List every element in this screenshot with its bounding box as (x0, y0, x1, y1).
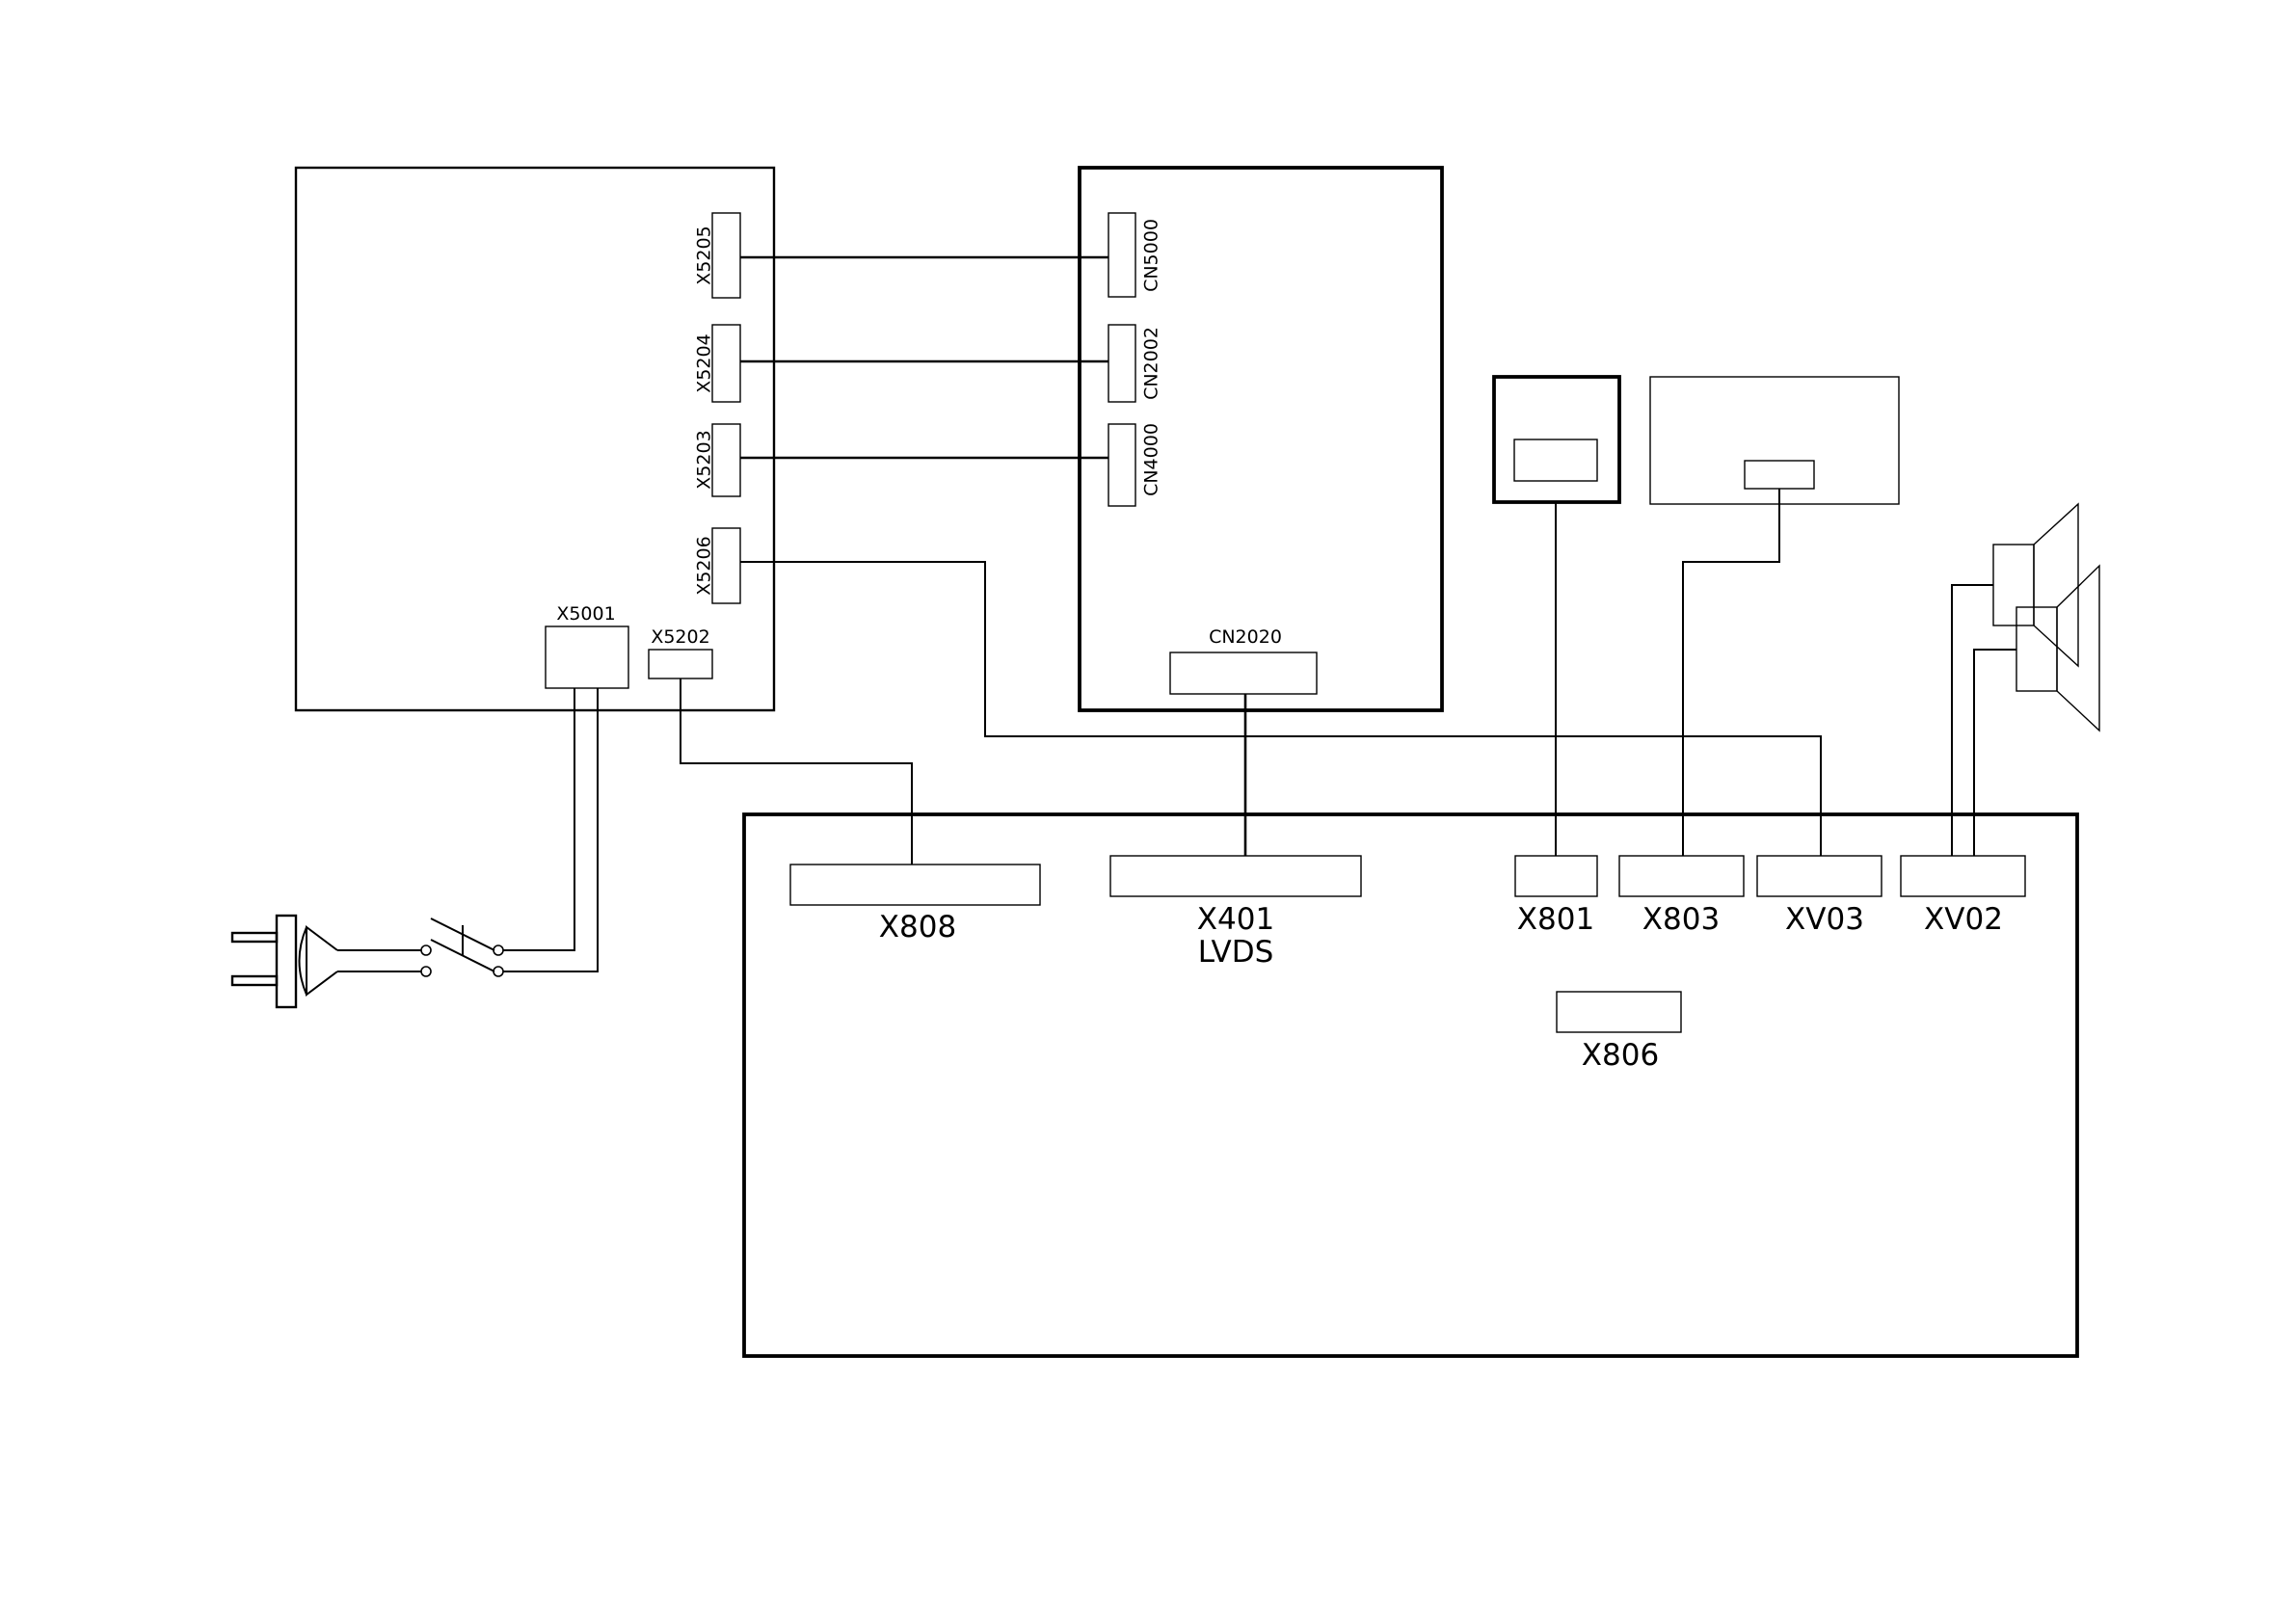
power-board: X5205 X5204 X5203 X5206 X5001 X5202 (296, 168, 774, 710)
connector-xv02 (1901, 856, 2025, 896)
connector-x5205 (712, 213, 740, 298)
wire-x5001-switch-b (498, 688, 598, 971)
wire-module-x803 (1683, 489, 1779, 856)
label-cn2020: CN2020 (1209, 626, 1282, 648)
label-cn5000: CN5000 (1141, 219, 1162, 292)
label-x5205: X5205 (694, 226, 715, 284)
switch-contact-1 (494, 945, 503, 955)
speaker-2-magnet (2016, 607, 2057, 691)
main-board: X808 X401 LVDS X801 X803 XV03 XV02 X806 (744, 814, 2077, 1356)
small-module-connector (1514, 439, 1597, 481)
label-x803: X803 (1642, 902, 1720, 937)
label-x5001: X5001 (556, 603, 615, 625)
power-switch-icon (421, 918, 503, 976)
plug-body-curve (300, 927, 307, 995)
small-module-right-connector (1745, 461, 1814, 489)
speaker-1-magnet (1993, 545, 2034, 625)
speaker-icon (1993, 504, 2099, 731)
panel-board: CN5000 CN2002 CN4000 CN2020 (1080, 168, 1442, 710)
label-xv03: XV03 (1785, 902, 1864, 937)
connector-cn4000 (1108, 424, 1135, 506)
label-x808: X808 (879, 910, 956, 945)
small-module-right (1650, 377, 1899, 504)
wire-x5001-switch-a (498, 688, 574, 950)
mains-plug-icon (232, 916, 421, 1007)
label-lvds: LVDS (1198, 935, 1274, 970)
label-x5203: X5203 (694, 430, 715, 489)
connector-cn5000 (1108, 213, 1135, 297)
small-module-left (1494, 377, 1619, 502)
connector-x5001 (546, 626, 628, 688)
label-x806: X806 (1582, 1038, 1659, 1073)
main-board-outline (744, 814, 2077, 1356)
small-module-right-outline (1650, 377, 1899, 504)
connector-x5206 (712, 528, 740, 603)
speaker-1-cone (2034, 504, 2078, 666)
connector-x808 (790, 865, 1040, 905)
label-x5204: X5204 (694, 333, 715, 392)
connector-x806 (1557, 992, 1681, 1032)
label-x401: X401 (1197, 902, 1274, 937)
label-cn4000: CN4000 (1141, 423, 1162, 496)
plug-pin-2 (232, 976, 277, 985)
label-x5206: X5206 (694, 536, 715, 595)
wire-x5202-x808 (681, 678, 912, 865)
plug-pin-1 (232, 933, 277, 942)
wire-speaker2-xv02 (1974, 650, 2016, 856)
switch-contact-2 (494, 967, 503, 976)
label-cn2002: CN2002 (1141, 327, 1162, 400)
connector-x803 (1619, 856, 1744, 896)
label-xv02: XV02 (1924, 902, 2003, 937)
connector-cn2020 (1170, 652, 1317, 694)
wiring (498, 257, 2016, 971)
connector-cn2002 (1108, 325, 1135, 402)
connector-xv03 (1757, 856, 1882, 896)
connector-x801 (1515, 856, 1597, 896)
connector-x5204 (712, 325, 740, 402)
connector-x5202 (649, 650, 712, 678)
switch-contact-3 (421, 945, 431, 955)
label-x801: X801 (1517, 902, 1594, 937)
connector-x401 (1110, 856, 1361, 896)
label-x5202: X5202 (651, 626, 709, 648)
plug-body-taper (307, 927, 337, 995)
connector-x5203 (712, 424, 740, 496)
plug-head (277, 916, 296, 1007)
switch-contact-4 (421, 967, 431, 976)
